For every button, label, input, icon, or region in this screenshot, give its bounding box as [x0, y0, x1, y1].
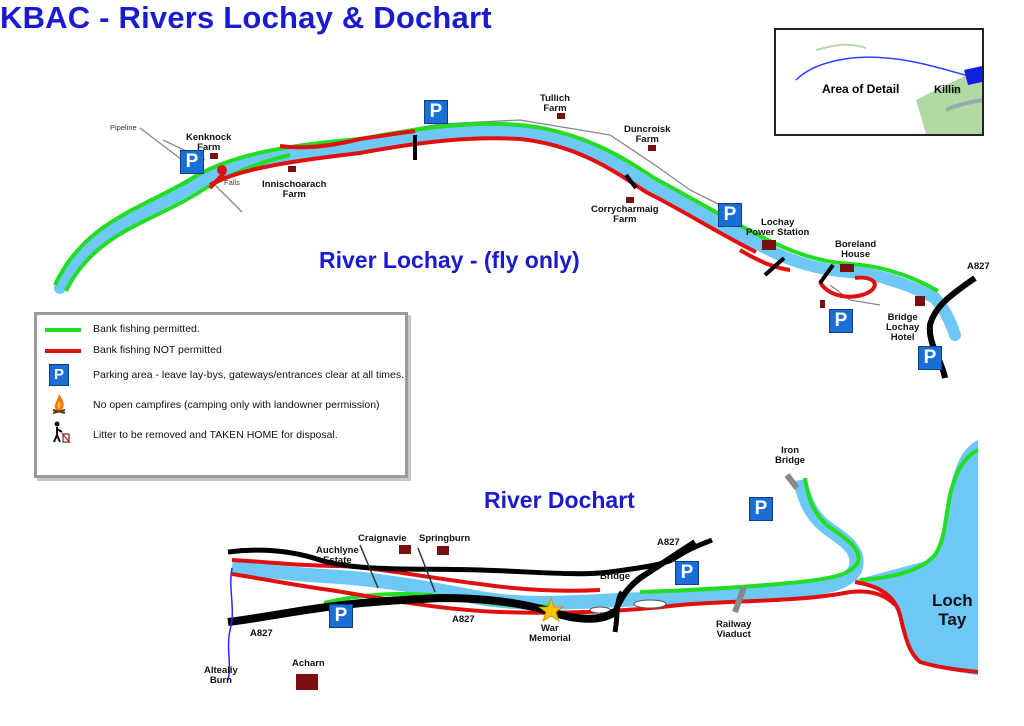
building-corrycharmaig	[626, 197, 634, 203]
inset-town-label: Killin	[934, 84, 961, 96]
label-pipeline: Pipeline	[110, 123, 137, 132]
legend-parking-text: Parking area - leave lay-bys, gateways/e…	[93, 369, 405, 381]
label-a827-lochay: A827	[967, 261, 990, 272]
label-loch-tay: Loch Tay	[932, 591, 973, 629]
litter-icon	[53, 421, 71, 444]
label-falls: Falls	[224, 178, 240, 187]
label-a827-left: A827	[250, 628, 273, 639]
dochart-road-south	[227, 593, 618, 626]
parking-icon: P	[49, 364, 69, 386]
label-duncroisk: Duncroisk Farm	[624, 124, 671, 145]
war-memorial-star-icon	[537, 596, 565, 622]
inset-map: Area of Detail Killin	[774, 28, 984, 136]
campfire-icon	[52, 394, 66, 414]
label-tullich: Tullich Farm	[540, 93, 570, 114]
building-duncroisk	[648, 145, 656, 151]
parking-icon: P	[180, 150, 204, 174]
building-tullich	[557, 113, 565, 119]
lochay-river-name: River Lochay - (fly only)	[319, 247, 580, 273]
label-railway-viaduct: Railway Viaduct	[716, 619, 752, 640]
lochay-green-bank	[53, 121, 939, 293]
dochart-red-bank	[231, 572, 897, 615]
label-springburn: Springburn	[419, 533, 471, 544]
building-boreland	[840, 264, 854, 272]
lochay-red-bank	[209, 136, 757, 254]
label-bridge-hotel: Bridge Lochay Hotel	[886, 312, 920, 343]
label-iron-bridge: Iron Bridge	[775, 445, 806, 466]
legend-litter-text: Litter to be removed and TAKEN HOME for …	[93, 429, 338, 441]
legend-not-permitted-text: Bank fishing NOT permitted	[93, 344, 222, 356]
parking-icon: P	[424, 100, 448, 124]
building-kenknock	[210, 153, 218, 159]
legend-permitted-text: Bank fishing permitted.	[93, 323, 200, 335]
label-innischoarach: Innischoarach Farm	[262, 179, 327, 200]
parking-icon: P	[718, 203, 742, 227]
legend-green-swatch	[45, 328, 81, 332]
legend-red-swatch	[45, 349, 81, 353]
legend-campfire-text: No open campfires (camping only with lan…	[93, 399, 380, 411]
building-craignavie	[399, 545, 411, 554]
page-title: KBAC - Rivers Lochay & Dochart	[0, 0, 492, 35]
label-craignavie: Craignavie	[358, 533, 407, 544]
inset-drawing	[776, 30, 982, 134]
label-kenknock: Kenknock Farm	[186, 132, 232, 153]
label-acharn: Acharn	[292, 658, 325, 669]
label-bridge: Bridge	[600, 571, 631, 582]
label-power-station: Lochay Power Station	[746, 217, 810, 238]
map-legend: Bank fishing permitted. Bank fishing NOT…	[34, 312, 408, 478]
building-bridge-hotel	[915, 296, 925, 306]
parking-icon: P	[329, 604, 353, 628]
building-small	[820, 300, 825, 308]
dochart-river-name: River Dochart	[484, 487, 635, 513]
label-corrycharmaig: Corrycharmaig Farm	[591, 204, 659, 225]
label-auchlyne: Auchlyne Estate	[316, 545, 359, 566]
label-a827-top: A827	[657, 537, 680, 548]
building-power-station	[762, 240, 776, 250]
loch-tay	[855, 440, 978, 675]
parking-icon: P	[675, 561, 699, 585]
lochay-river	[54, 124, 961, 341]
dochart-river	[230, 478, 864, 610]
lochay-tracks	[139, 119, 936, 306]
parking-icon: P	[749, 497, 773, 521]
inset-area-label: Area of Detail	[822, 82, 900, 96]
parking-icon: P	[829, 309, 853, 333]
label-altealiy-burn: Altealiy Burn	[204, 665, 238, 686]
parking-icon: P	[918, 346, 942, 370]
building-springburn	[437, 546, 449, 555]
label-a827-mid: A827	[452, 614, 475, 625]
building-innischoarach	[288, 166, 296, 172]
building-acharn	[296, 674, 318, 690]
label-boreland: Boreland House	[835, 239, 877, 260]
label-war-memorial: War Memorial	[529, 623, 571, 644]
dochart-road-north	[227, 547, 673, 577]
